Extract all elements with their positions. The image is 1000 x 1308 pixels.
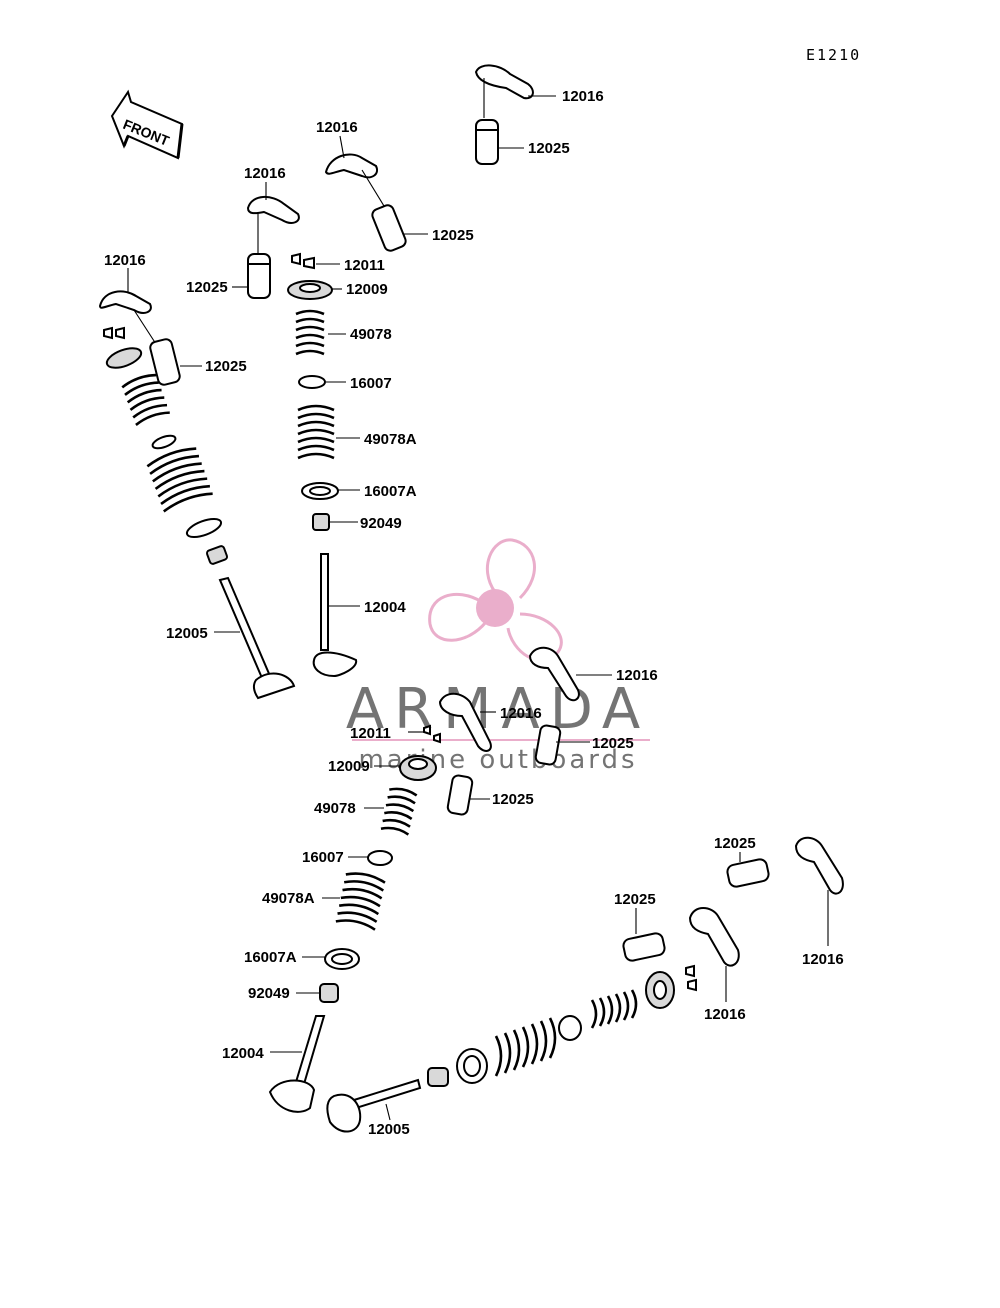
rocker-arm-c4-icon: [688, 907, 740, 967]
label-b4: 12025: [592, 735, 634, 752]
label-a13: 49078A: [364, 431, 417, 448]
spring-b7-icon: [380, 787, 418, 836]
spring-left-inner-icon: [121, 373, 170, 426]
seal-a15-icon: [312, 513, 330, 531]
label-a11: 49078: [350, 326, 392, 343]
label-c2: 12016: [802, 951, 844, 968]
lower-right-assembly: [326, 836, 844, 1133]
label-a6: 12011: [344, 257, 385, 274]
seal-b11-icon: [319, 983, 339, 1003]
label-a16: 12004: [364, 599, 406, 616]
collet-lower-icon: [685, 964, 697, 992]
diagram-code: E1210: [806, 46, 861, 64]
spring-left-outer-icon: [146, 447, 213, 513]
lifter-a4-icon: [371, 204, 407, 252]
rocker-arm-c2-icon: [794, 836, 844, 895]
lifter-c1-icon: [726, 858, 770, 888]
label-b10: 16007A: [244, 949, 297, 966]
label-a4: 12025: [432, 227, 474, 244]
leader-lines: [127, 95, 829, 1121]
rocker-arm-a9-icon: [98, 290, 157, 345]
valve-a16-icon: [312, 553, 358, 678]
label-a8: 12009: [346, 281, 388, 298]
seal-lower-icon: [427, 1067, 449, 1087]
label-a10: 12025: [205, 358, 247, 375]
collet-b3-icon: [423, 724, 441, 744]
label-b3: 12011: [350, 725, 391, 742]
retainer-lower-icon: [645, 971, 675, 1009]
spring-lower-outer-icon: [494, 1017, 557, 1077]
label-c5: 12005: [368, 1121, 410, 1138]
label-b11: 92049: [248, 985, 290, 1002]
spring-a11-icon: [295, 309, 325, 356]
propeller-logo-icon: [428, 538, 563, 662]
retainer-a8-icon: [287, 280, 333, 300]
washer-b8-icon: [367, 850, 393, 866]
spring-a13-icon: [297, 404, 335, 460]
label-b5: 12009: [328, 758, 370, 775]
label-c4: 12016: [704, 1006, 746, 1023]
washer-left-icon: [151, 434, 177, 450]
label-b2: 12016: [500, 705, 542, 722]
lifter-b6-icon: [446, 774, 474, 816]
label-b8: 16007: [302, 849, 344, 866]
washer-b10-icon: [324, 948, 360, 970]
rocker-arm-a5-icon: [246, 196, 300, 254]
label-a3: 12016: [316, 119, 358, 136]
seal-left-icon: [205, 545, 229, 565]
label-b12: 12004: [222, 1045, 264, 1062]
part-labels: 12016 12025 12016 12025 12016 12011 1202…: [104, 88, 844, 1138]
rocker-arm-b1-icon: [528, 646, 580, 702]
rocker-arm-a3-icon: [324, 153, 385, 207]
label-b1: 12016: [616, 667, 658, 684]
retainer-left-icon: [105, 347, 143, 369]
label-a7: 12025: [186, 279, 228, 296]
washer-a12-icon: [298, 375, 326, 389]
washer-a14-icon: [301, 482, 339, 500]
washer-lower-icon: [558, 1015, 582, 1041]
lifter-a7-icon: [247, 253, 271, 299]
retainer-b5-icon: [399, 755, 437, 781]
upper-left-assembly: [98, 64, 534, 700]
lifter-a2-icon: [475, 119, 499, 165]
label-a2: 12025: [528, 140, 570, 157]
label-c3: 12025: [614, 891, 656, 908]
label-a1: 12016: [562, 88, 604, 105]
lifter-b4-icon: [534, 724, 562, 766]
label-a12: 16007: [350, 375, 392, 392]
spring-b9-icon: [335, 872, 386, 931]
valve-c5-icon: [326, 1078, 422, 1133]
spring-lower-inner-icon: [590, 989, 638, 1029]
valve-b12-icon: [268, 1015, 326, 1113]
middle-assembly: [268, 646, 580, 1113]
label-a5: 12016: [244, 165, 286, 182]
label-a15: 92049: [360, 515, 402, 532]
label-b7: 49078: [314, 800, 356, 817]
label-a9: 12016: [104, 252, 146, 269]
label-b6: 12025: [492, 791, 534, 808]
rocker-arm-b2-icon: [438, 692, 492, 752]
label-b9: 49078A: [262, 890, 315, 907]
label-a14: 16007A: [364, 483, 417, 500]
watermark-brand: ARMADA: [346, 677, 650, 742]
label-a17: 12005: [166, 625, 208, 642]
rocker-arm-a1-icon: [474, 64, 534, 118]
lifter-a10-icon: [149, 338, 181, 386]
collet-left-icon: [103, 326, 125, 340]
washer-left-2-icon: [185, 517, 223, 539]
washer-lower-2-icon: [456, 1048, 488, 1084]
front-arrow-icon: FRONT: [110, 89, 184, 160]
valve-a17-icon: [218, 576, 296, 700]
label-c1: 12025: [714, 835, 756, 852]
collet-a6-icon: [291, 252, 315, 270]
lifter-c3-icon: [622, 932, 666, 962]
